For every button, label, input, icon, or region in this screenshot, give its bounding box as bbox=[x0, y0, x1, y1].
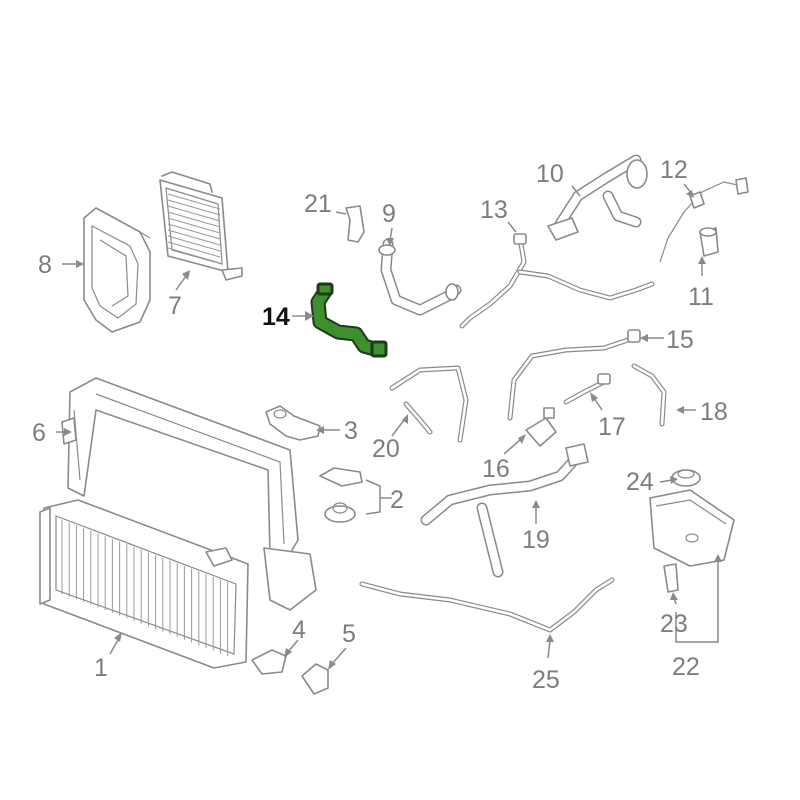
callout-labels: 8 7 21 9 14 13 10 12 11 15 17 18 16 6 3 … bbox=[32, 156, 728, 694]
callout-16: 16 bbox=[482, 455, 510, 483]
callout-13: 13 bbox=[480, 196, 508, 224]
part-11-sensor bbox=[699, 227, 719, 257]
callout-23: 23 bbox=[660, 610, 688, 638]
callout-3: 3 bbox=[344, 417, 358, 445]
part-22-expansion-tank bbox=[649, 489, 735, 567]
callout-25: 25 bbox=[532, 666, 560, 694]
part-9-hose bbox=[378, 238, 462, 316]
part-20-coolant-pipe bbox=[389, 365, 469, 443]
part-4-bracket bbox=[251, 649, 287, 675]
part-10-hose-assembly bbox=[547, 154, 648, 241]
part-8-fan-shroud bbox=[83, 207, 151, 333]
part-15-coolant-pipe bbox=[507, 329, 641, 421]
part-16-valve bbox=[525, 407, 557, 447]
callout-22: 22 bbox=[672, 653, 700, 681]
callout-4: 4 bbox=[292, 616, 306, 644]
callout-8: 8 bbox=[38, 251, 52, 279]
part-14-hose-highlighted bbox=[310, 282, 388, 358]
part-25-coolant-pipe bbox=[359, 577, 615, 633]
callout-14: 14 bbox=[262, 303, 290, 331]
part-1-main-radiator bbox=[39, 499, 249, 669]
part-19-hose-assembly bbox=[420, 443, 589, 578]
callout-7: 7 bbox=[168, 292, 182, 320]
part-5-bracket bbox=[301, 663, 329, 695]
part-24-tank-cap bbox=[671, 469, 701, 487]
callout-12: 12 bbox=[660, 156, 688, 184]
part-23-level-sensor bbox=[663, 563, 679, 593]
part-18-hose bbox=[631, 363, 667, 427]
callout-18: 18 bbox=[700, 398, 728, 426]
part-21-clip bbox=[345, 205, 365, 243]
callout-17: 17 bbox=[598, 413, 626, 441]
callout-9: 9 bbox=[382, 200, 396, 228]
part-3-bracket bbox=[265, 405, 321, 441]
part-13-coolant-pipe bbox=[459, 233, 655, 329]
leader-lines bbox=[56, 183, 722, 670]
part-2-mount-bushing bbox=[319, 467, 363, 523]
callout-11: 11 bbox=[688, 283, 714, 311]
callout-21: 21 bbox=[304, 190, 332, 218]
callout-20: 20 bbox=[372, 435, 400, 463]
part-17-sensor bbox=[563, 373, 611, 405]
callout-15: 15 bbox=[666, 326, 694, 354]
part-6-radiator-frame bbox=[61, 377, 317, 611]
callout-6: 6 bbox=[32, 419, 46, 447]
callout-24: 24 bbox=[626, 468, 654, 496]
callout-1: 1 bbox=[94, 654, 108, 682]
callout-5: 5 bbox=[342, 620, 356, 648]
callout-2: 2 bbox=[390, 486, 404, 514]
callout-10: 10 bbox=[536, 160, 564, 188]
part-7-aux-radiator bbox=[159, 171, 243, 281]
callout-19: 19 bbox=[522, 526, 550, 554]
